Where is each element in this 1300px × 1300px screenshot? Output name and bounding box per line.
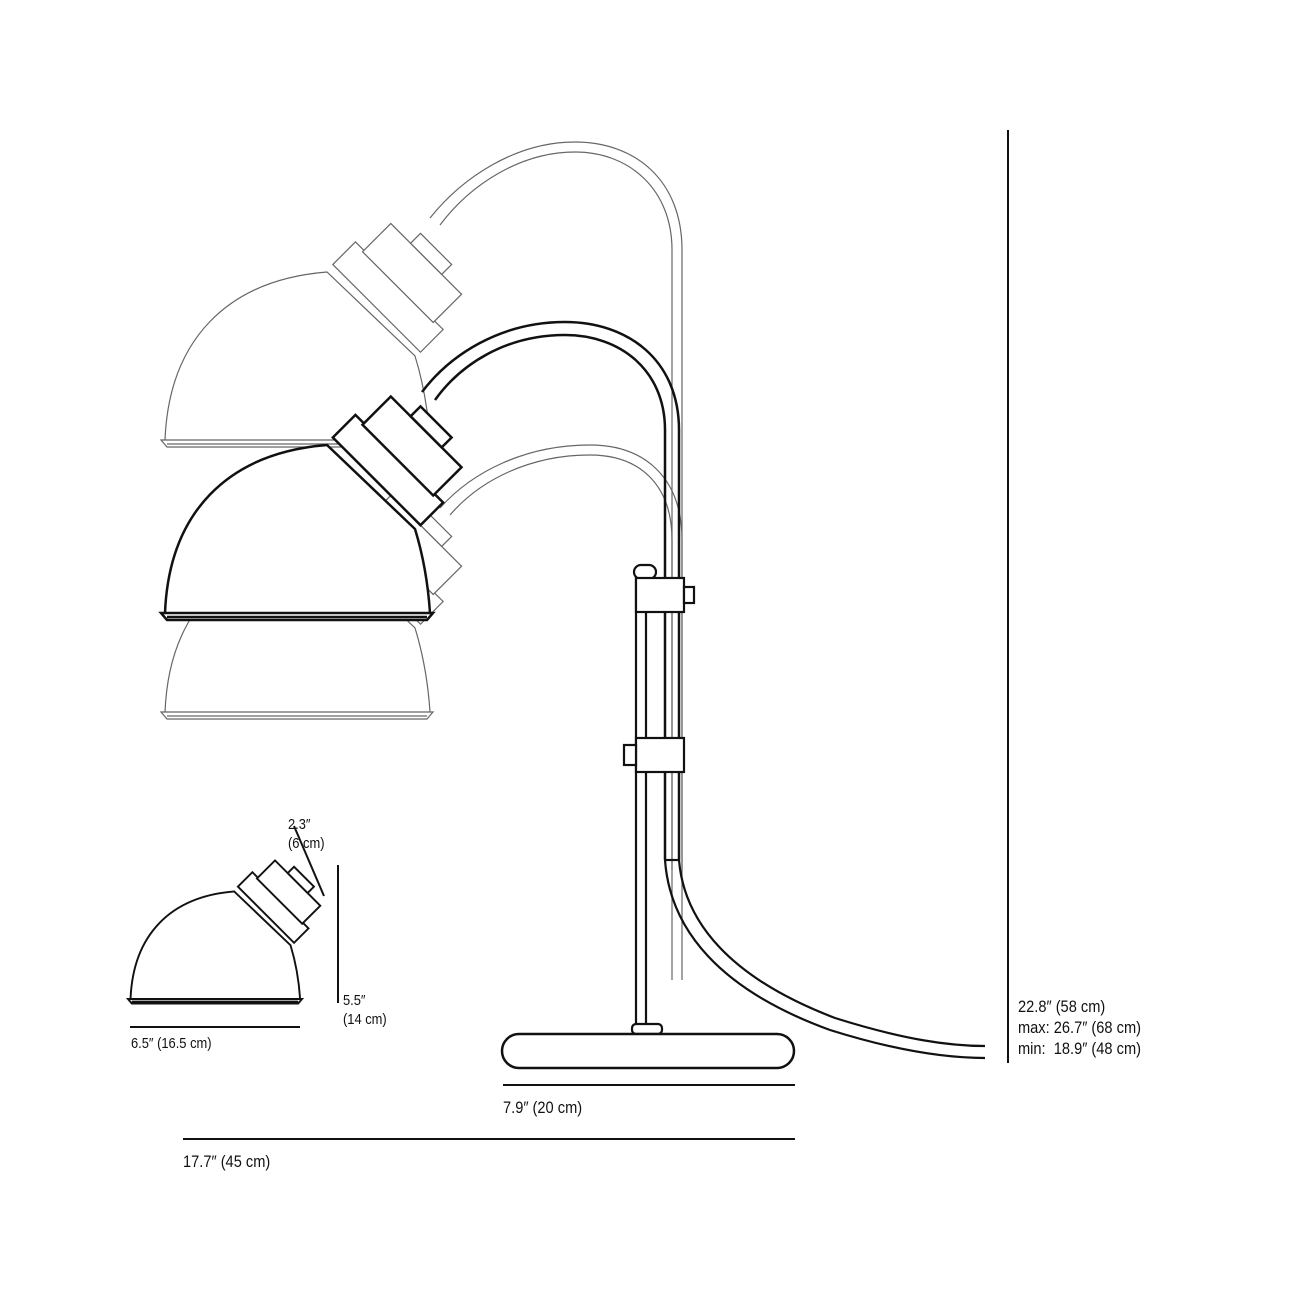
height-min: min: 18.9″ (48 cm) bbox=[1018, 1039, 1141, 1058]
height-max: max: 26.7″ (68 cm) bbox=[1018, 1018, 1141, 1037]
socket-dim-label: 2.3″ (6 cm) bbox=[288, 815, 325, 853]
shade-detail bbox=[126, 847, 334, 1005]
dimension-lines bbox=[130, 130, 1009, 1140]
height-nominal: 22.8″ (58 cm) bbox=[1018, 997, 1106, 1016]
socket-dim-line2: (6 cm) bbox=[288, 835, 325, 852]
socket-dim-line1: 2.3″ bbox=[288, 816, 311, 833]
lamp-position-max bbox=[160, 141, 683, 870]
shade-height-line1: 5.5″ bbox=[343, 992, 366, 1009]
shade-height-label: 5.5″ (14 cm) bbox=[343, 991, 387, 1029]
shade-height-line2: (14 cm) bbox=[343, 1011, 387, 1028]
shade-width-label: 6.5″ (16.5 cm) bbox=[131, 1035, 212, 1052]
lamp-main bbox=[159, 320, 986, 1070]
base-width-label: 7.9″ (20 cm) bbox=[503, 1098, 583, 1117]
height-label: 22.8″ (58 cm) max: 26.7″ (68 cm) min: 18… bbox=[1018, 996, 1141, 1059]
lamp-position-min bbox=[160, 444, 683, 980]
total-reach-label: 17.7″ (45 cm) bbox=[183, 1152, 271, 1171]
